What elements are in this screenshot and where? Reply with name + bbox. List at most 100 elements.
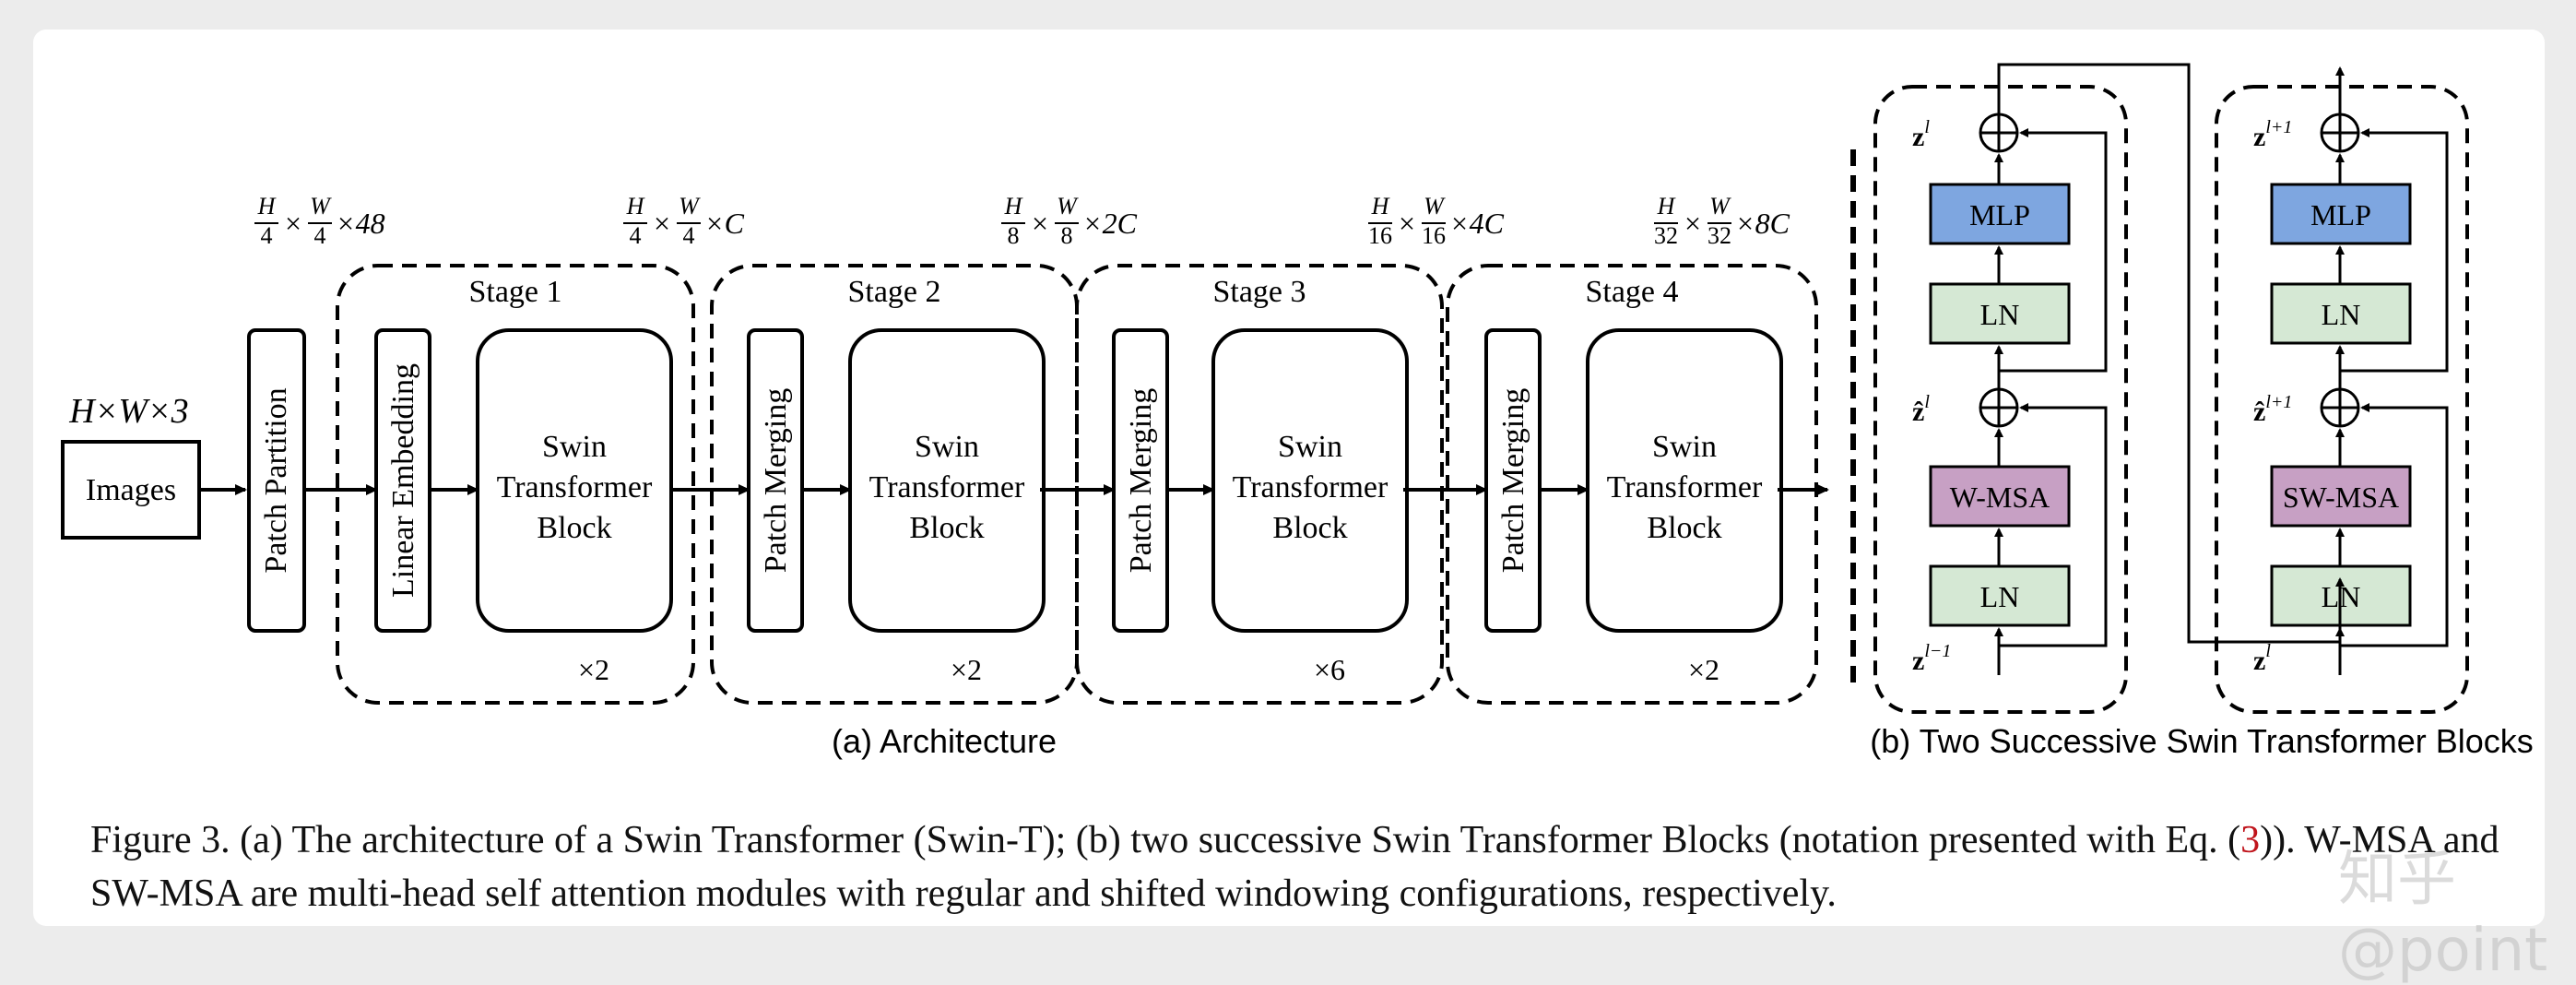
stage-3-first-layer-label: Patch Merging	[1124, 388, 1158, 574]
architecture-subcaption: (a) Architecture	[832, 722, 1057, 760]
final-dims-times: ×	[1684, 207, 1701, 240]
stage-1-dims-num2: W	[310, 193, 332, 220]
stage-2-dims: H4×W4×C	[623, 193, 745, 249]
stage-4-title: Stage 4	[1585, 275, 1678, 309]
stage-2-first-layer-label: Patch Merging	[759, 388, 793, 574]
left-top-var: zl	[1912, 117, 1930, 152]
caption-equation-ref[interactable]: 3	[2240, 819, 2261, 861]
stage-4-first-layer-box	[1484, 328, 1542, 633]
stage-4-swin-block-line-3: Block	[1647, 511, 1721, 545]
stage-2-dims-num2: W	[679, 193, 701, 220]
stage-4-first-layer-label: Patch Merging	[1496, 388, 1530, 574]
stage-2-dims-times: ×	[654, 207, 670, 240]
figure-caption: Figure 3. (a) The architecture of a Swin…	[90, 813, 2561, 920]
left-residual-2	[1999, 128, 2108, 373]
stage-3-dims-suffix: ×2C	[1082, 207, 1138, 240]
stage-3-swin-block-box	[1211, 328, 1409, 633]
stage-4-dims-den2: 16	[1422, 222, 1446, 249]
stages-group: Stage 1 Linear Embedding SwinTransformerBl…	[336, 264, 1818, 705]
left-attn-box	[1929, 465, 2071, 528]
stage-1-title: Stage 1	[468, 275, 561, 309]
left-mlp-label: MLP	[1969, 198, 2030, 231]
images-box	[61, 440, 201, 540]
left-ln-top-box	[1929, 282, 2071, 345]
stage-3-repeat-count: ×6	[1314, 653, 1345, 686]
stage-4-swin-block-line-2: Transformer	[1607, 470, 1763, 504]
stage-3-swin-block-line-2: Transformer	[1233, 470, 1388, 504]
inter-block-connection	[1997, 63, 2345, 644]
stage-2-swin-block-box	[848, 328, 1046, 633]
final-dims-num1: H	[1657, 193, 1676, 220]
blocks-subcaption: (b) Two Successive Swin Transformer Bloc…	[1870, 722, 2534, 760]
stage-4-dims-num1: H	[1371, 193, 1390, 220]
stage-2-first-layer-box	[747, 328, 804, 633]
stage-1-repeat-count: ×2	[578, 653, 609, 686]
final-dims-den2: 32	[1707, 222, 1731, 249]
left-block-frame	[1873, 85, 2128, 714]
final-dims-den1: 32	[1654, 222, 1678, 249]
stage-2-dims-den1: 4	[630, 222, 642, 249]
right-top-var: zl+1	[2253, 117, 2292, 152]
stage-3-dims-den2: 8	[1061, 222, 1073, 249]
stage-2-dims-den2: 4	[683, 222, 695, 249]
stage-1-frame	[336, 264, 695, 705]
dims-labels: H4×W4×48H4×W4×CH8×W8×2CH16×W16×4CH32×W32…	[254, 193, 1790, 249]
stage-4-dims-suffix: ×4C	[1449, 207, 1505, 240]
stage-1-first-layer-label: Linear Embedding	[386, 363, 420, 598]
stage-1-dims-num1: H	[257, 193, 277, 220]
patch-partition-label: Patch Partition	[259, 387, 293, 573]
caption-text-after: )). W-MSA and SW-MSA are multi-head self…	[90, 819, 2499, 915]
right-attn-box	[2270, 465, 2412, 528]
stage-3-dims-den1: 8	[1008, 222, 1020, 249]
final-dims-suffix: ×8C	[1735, 207, 1790, 240]
stage-2-title: Stage 2	[847, 275, 940, 309]
architecture-panel: H×W×3 Images Patch Partition Stage 1 Line…	[61, 193, 1829, 760]
stage-4-dims-num2: W	[1424, 193, 1446, 220]
right-ln-top-box	[2270, 282, 2412, 345]
images-label: Images	[86, 473, 176, 507]
stage-1-swin-block-line-3: Block	[537, 511, 611, 545]
right-block-frame	[2215, 85, 2469, 714]
stage-3-first-layer-box	[1112, 328, 1169, 633]
stage-2-swin-block-line-3: Block	[909, 511, 984, 545]
right-mlp-box	[2270, 183, 2412, 245]
final-dims: H32×W32×8C	[1654, 193, 1790, 249]
right-residual-2	[2340, 128, 2449, 373]
stage-1-swin-block-line-1: Swin	[542, 430, 607, 464]
stage-3-swin-block-line-3: Block	[1272, 511, 1347, 545]
stage-2-dims-suffix: ×C	[704, 207, 745, 240]
stage-2-swin-block-line-1: Swin	[915, 430, 979, 464]
input-dims-label: H×W×3	[68, 392, 188, 431]
stage-1-swin-block-box	[476, 328, 673, 633]
left-input-var: zl−1	[1912, 641, 1951, 676]
stage-4-dims-den1: 16	[1368, 222, 1392, 249]
stage-4-swin-block-line-1: Swin	[1652, 430, 1717, 464]
stage-1-dims-den2: 4	[314, 222, 326, 249]
right-residual-1	[2340, 403, 2449, 647]
stage-1-dims: H4×W4×48	[254, 193, 385, 249]
stage-1-dims-suffix: ×48	[336, 207, 385, 240]
stage-1-dims-times: ×	[285, 207, 301, 240]
stage-4-repeat-count: ×2	[1688, 653, 1719, 686]
stage-1-dims-den1: 4	[261, 222, 273, 249]
right-input-var: zl	[2253, 641, 2271, 676]
left-ln-bottom-box	[1929, 564, 2071, 627]
left-block-arrows	[1994, 128, 2108, 675]
left-ln-bottom-label: LN	[1980, 580, 2020, 613]
right-mid-var: ẑl+1	[2253, 392, 2292, 427]
stage-3-dims: H8×W8×2C	[1001, 193, 1138, 249]
left-mid-var: ẑl	[1912, 392, 1930, 427]
right-attn-label: SW-MSA	[2283, 481, 2399, 514]
left-mlp-box	[1929, 183, 2071, 245]
patch-partition-box	[247, 328, 306, 633]
stage-3-dims-num2: W	[1057, 193, 1079, 220]
left-attn-label: W-MSA	[1950, 481, 2050, 514]
final-dims-num2: W	[1709, 193, 1731, 220]
stage-1-swin-block-line-2: Transformer	[497, 470, 653, 504]
stage-3-title: Stage 3	[1212, 275, 1306, 309]
right-ln-top-label: LN	[2322, 298, 2361, 331]
